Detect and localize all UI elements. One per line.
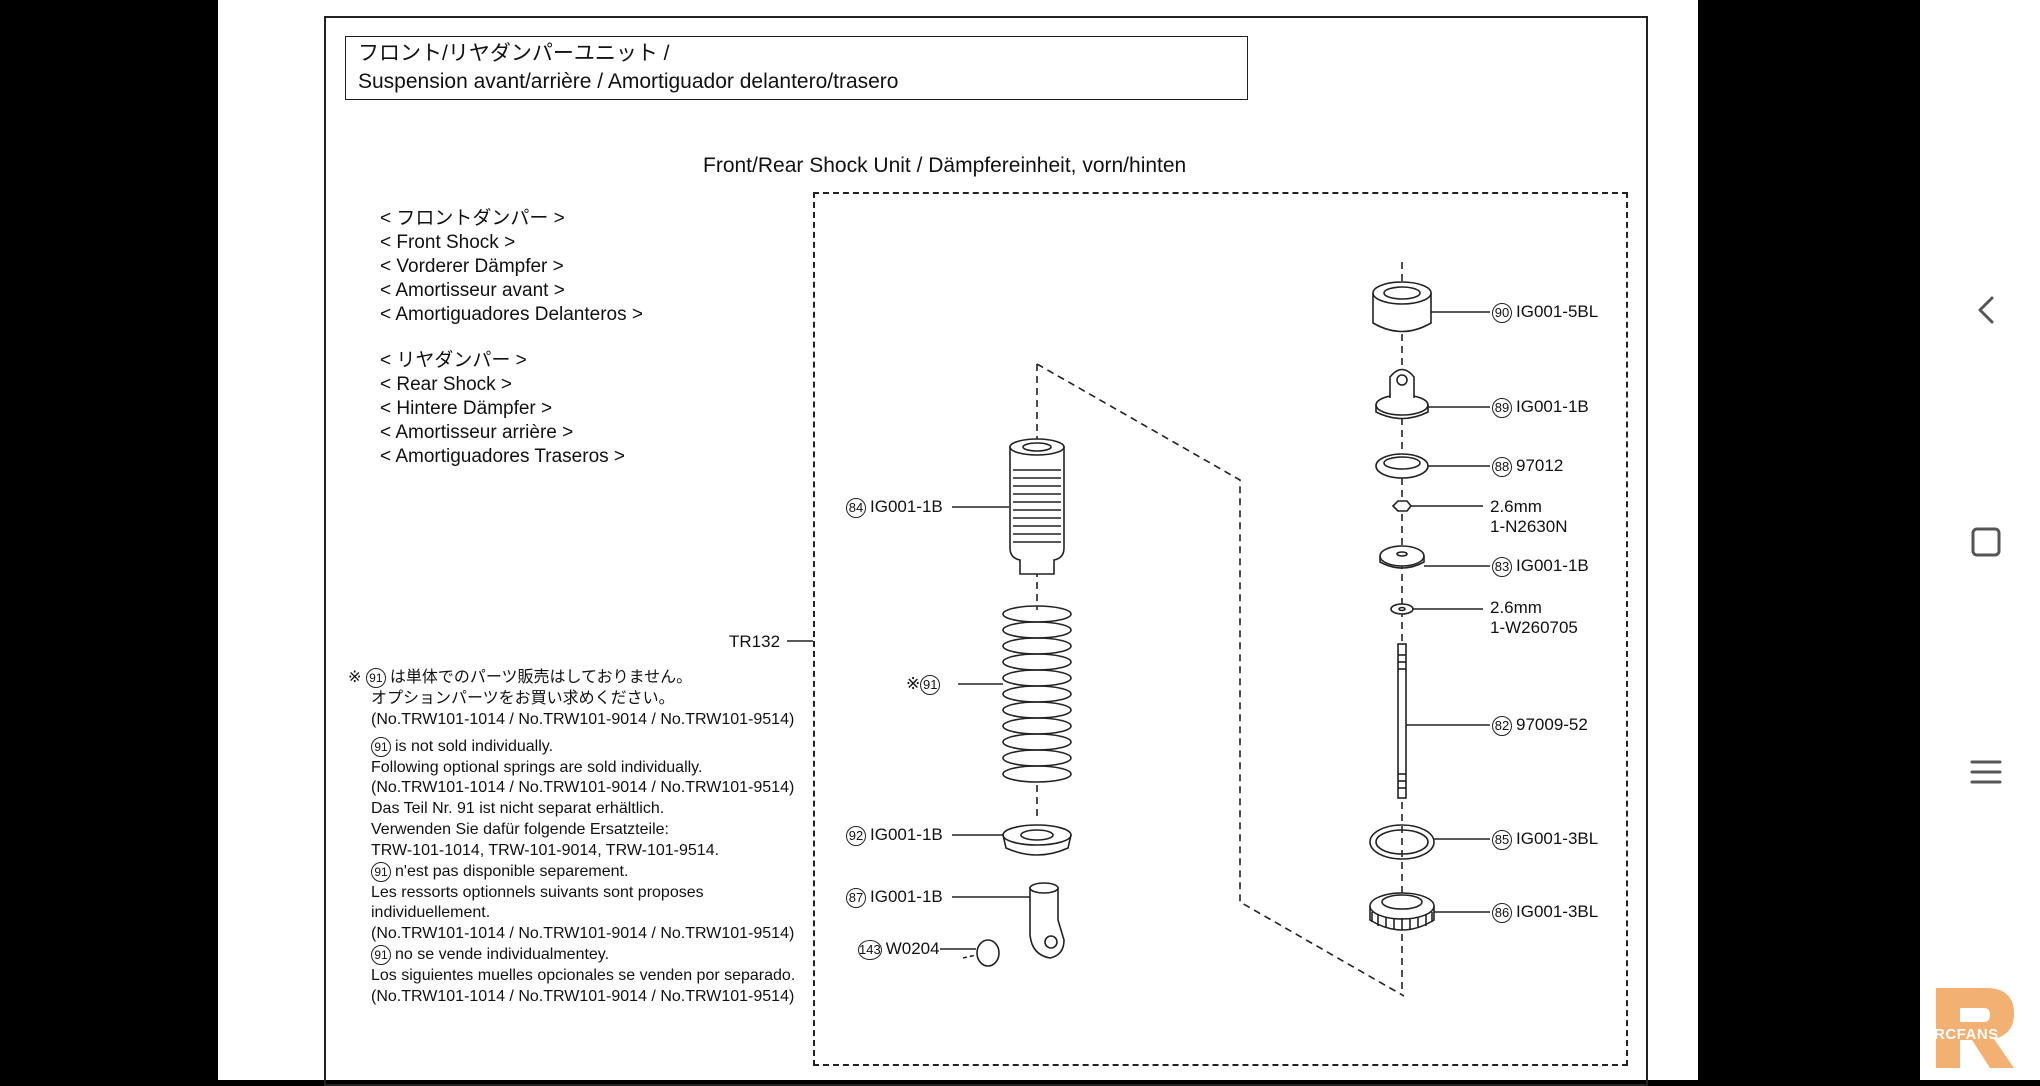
diaphragm-icon [1375,453,1429,479]
ball-icon [962,939,1000,967]
shaft-icon [1397,643,1407,799]
home-icon [1971,527,2001,557]
title-line-2: Suspension avant/arrière / Amortiguador … [358,70,899,93]
dashed-assembly-frame [813,192,1628,1066]
o-ring-icon [1369,824,1435,860]
part-number-circle: 91 [371,736,391,757]
shock-body-icon [1009,438,1065,575]
nut-icon [1391,500,1413,512]
watermark-text: RCFANS [1934,1026,1999,1043]
watermark-logo: RCFANS [1930,982,2020,1072]
spring-icon [1002,605,1072,783]
navigation-bar [1920,0,2040,1080]
front-shock-de: < Vorderer Dämpfer > [380,256,564,277]
recents-button[interactable] [1962,748,2010,796]
front-shock-es: < Amortiguadores Delanteros > [380,304,643,325]
rear-shock-labels: < リヤダンパー > < Rear Shock > < Hintere Dämp… [380,349,625,469]
spring-retainer-icon [1002,824,1072,856]
callout-91: ※91 [906,674,944,695]
title-line-1: フロント/リヤダンパーユニット / [358,42,670,65]
tr132-label: TR132 [729,632,781,651]
home-button[interactable] [1962,518,2010,566]
shock-cap-icon [1372,281,1432,333]
part-number-circle: 91 [371,945,391,966]
piston-icon [1379,545,1425,569]
right-letterbox [1698,0,1920,1080]
rear-shock-en: < Rear Shock > [380,374,513,395]
rear-shock-es: < Amortiguadores Traseros > [380,446,626,467]
back-icon [1978,296,1994,324]
section-heading: Front/Rear Shock Unit / Dämpfereinheit, … [703,154,1187,177]
front-shock-fr: < Amortisseur avant > [380,280,565,301]
front-shock-en: < Front Shock > [380,232,516,253]
rcfans-logo-icon [1936,988,2014,1068]
recents-icon [1970,760,2002,784]
part-number-circle: 91 [371,861,391,882]
lower-cap-icon [1369,892,1435,931]
rod-end-icon [1029,882,1065,959]
assembly-guide-line [1036,363,1405,997]
rear-shock-de: < Hintere Dämpfer > [380,398,553,419]
part-number-circle: 91 [365,668,386,688]
front-shock-labels: < フロントダンパー > < Front Shock > < Vorderer … [380,207,643,327]
back-button[interactable] [1962,286,2010,334]
rear-shock-fr: < Amortisseur arrière > [380,422,574,443]
document-page [218,0,1698,1080]
note-mark: ※ [348,669,362,687]
title-box: フロント/リヤダンパーユニット / Suspension avant/arriè… [345,36,1248,100]
washer-icon [1390,603,1414,615]
front-shock-jp: < フロントダンパー > [380,208,565,229]
upper-mount-icon [1375,368,1429,420]
rear-shock-jp: < リヤダンパー > [380,350,527,371]
left-letterbox [0,0,218,1080]
